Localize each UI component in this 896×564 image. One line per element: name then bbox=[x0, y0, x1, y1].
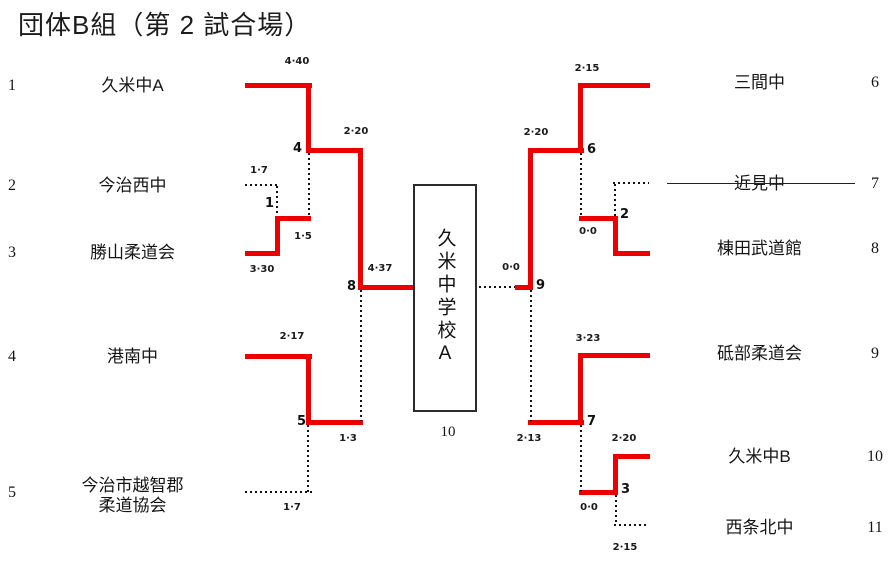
bracket-line-team5-to-m5 bbox=[307, 425, 309, 492]
bracket-line-team3-winner bbox=[245, 251, 280, 256]
match-number-9: 9 bbox=[536, 278, 546, 293]
bracket-line-m7-out-winner bbox=[528, 420, 584, 425]
team-name-konan: 港南中 bbox=[107, 347, 158, 366]
bracket-line-m9-to-final-loser bbox=[479, 286, 515, 288]
bracket-line-team7-loser bbox=[613, 182, 649, 184]
bracket-line-team10-winner bbox=[613, 454, 650, 459]
bracket-line-team6-winner bbox=[578, 83, 650, 88]
bracket-line-team9-to-m7 bbox=[578, 353, 583, 425]
bracket-line-team8-winner bbox=[613, 251, 650, 256]
bracket-line-team2-loser bbox=[245, 184, 278, 186]
seed-number: 7 bbox=[871, 175, 879, 192]
score-m4-kume-a: 4·40 bbox=[284, 56, 310, 67]
bracket-line-m5-to-m8-loser bbox=[360, 290, 362, 421]
match-number-7: 7 bbox=[587, 414, 597, 429]
match-number-1: 1 bbox=[264, 196, 274, 211]
bracket-line-team11-loser bbox=[614, 524, 648, 526]
score-final-kume-a: 4·37 bbox=[367, 263, 393, 274]
page-title: 団体B組（第 2 試合場） bbox=[18, 10, 312, 40]
match-number-4: 4 bbox=[292, 141, 302, 156]
bracket-line-m3-to-m7-loser bbox=[580, 425, 582, 491]
team-name-muneta: 棟田武道館 bbox=[717, 239, 802, 258]
score-m1-imabarinishi: 1·7 bbox=[250, 165, 268, 176]
score-m8-konan: 1·3 bbox=[339, 433, 357, 444]
seed-number: 6 bbox=[871, 74, 879, 91]
bracket-line-m4-to-m8 bbox=[358, 148, 363, 290]
score-m1-katsuyama: 3·30 bbox=[249, 264, 275, 275]
bracket-line-m1-to-m4-loser bbox=[308, 153, 310, 218]
bracket-line-team3-to-m1 bbox=[275, 216, 280, 256]
seed-number: 4 bbox=[8, 348, 16, 365]
bracket-line-m8-out-to-final bbox=[358, 285, 415, 290]
score-m4-katsuyama: 1·5 bbox=[294, 231, 312, 242]
bracket-line-m6-to-m9 bbox=[528, 148, 533, 290]
score-m7-kume-b: 0·0 bbox=[580, 502, 598, 513]
bracket-line-team6-to-m6 bbox=[578, 83, 583, 153]
team-name-line: 柔道協会 bbox=[98, 496, 167, 515]
champion-box: 久米中学校A bbox=[413, 184, 477, 412]
bracket-line-m3-out-winner bbox=[579, 490, 618, 495]
bracket-line-m7-to-m9-loser bbox=[530, 290, 532, 421]
score-m5-ochigun: 1·7 bbox=[283, 502, 301, 513]
score-m3-kume-b: 2·20 bbox=[611, 433, 637, 444]
bracket-line-team4-winner bbox=[245, 354, 312, 359]
bracket-line-m5-out-winner bbox=[306, 420, 363, 425]
bracket-line-team5-loser bbox=[245, 491, 312, 493]
seed-number: 5 bbox=[8, 484, 16, 501]
team-name-tobe: 砥部柔道会 bbox=[717, 344, 802, 363]
match-number-2: 2 bbox=[620, 207, 630, 222]
team-name-kume-b: 久米中B bbox=[728, 447, 791, 466]
bracket-line-m9-out-winner-stub bbox=[515, 285, 533, 290]
seed-number: 11 bbox=[867, 519, 883, 536]
match-number-5: 5 bbox=[296, 414, 306, 429]
bracket-line-team2-to-m1 bbox=[276, 186, 278, 217]
seed-number: 3 bbox=[8, 244, 16, 261]
final-match-number: 10 bbox=[440, 424, 456, 440]
team-name-line: 今治市越智郡 bbox=[81, 476, 184, 495]
team-name-katsuyama: 勝山柔道会 bbox=[90, 243, 175, 262]
bracket-line-team9-winner bbox=[578, 353, 650, 358]
champion-name: 久米中学校A bbox=[434, 228, 456, 368]
team-name-imabarinishi: 今治西中 bbox=[98, 176, 167, 195]
bracket-line-m6-out-winner bbox=[528, 148, 584, 153]
score-m9-tobe: 2·13 bbox=[516, 433, 542, 444]
score-m9-mima: 2·20 bbox=[523, 127, 549, 138]
team7-strikethrough-line bbox=[667, 183, 855, 184]
bracket-line-team1-winner bbox=[245, 83, 312, 88]
bracket-line-team1-to-m4 bbox=[306, 83, 311, 153]
score-final-mima: 0·0 bbox=[502, 262, 520, 273]
score-m5-konan: 2·17 bbox=[279, 331, 305, 342]
bracket-line-team11-to-m3 bbox=[615, 495, 617, 525]
seed-number: 8 bbox=[871, 240, 879, 257]
bracket-line-team4-to-m5 bbox=[306, 354, 311, 425]
team-name-ochigun: 今治市越智郡 柔道協会 bbox=[55, 476, 210, 516]
bracket-line-team8-to-m2 bbox=[613, 216, 618, 256]
score-m6-mima: 2·15 bbox=[574, 63, 600, 74]
match-number-6: 6 bbox=[587, 142, 597, 157]
bracket-line-m2-to-m6-loser bbox=[580, 153, 582, 217]
seed-number: 2 bbox=[8, 177, 16, 194]
seed-number: 10 bbox=[867, 448, 883, 465]
match-number-3: 3 bbox=[621, 482, 631, 497]
team-name-kume-a: 久米中A bbox=[101, 76, 164, 95]
score-m8-kume-a: 2·20 bbox=[343, 126, 369, 137]
score-m6-muneta: 0·0 bbox=[579, 226, 597, 237]
team-name-mima: 三間中 bbox=[734, 73, 785, 92]
seed-number: 1 bbox=[8, 77, 16, 94]
bracket-line-m1-out-winner bbox=[275, 216, 311, 221]
match-number-8: 8 bbox=[346, 279, 356, 294]
team-name-saijokita: 西条北中 bbox=[725, 518, 794, 537]
seed-number: 9 bbox=[871, 345, 879, 362]
bracket-line-team7-to-m2 bbox=[614, 184, 616, 217]
score-m7-tobe: 3·23 bbox=[575, 333, 601, 344]
team-name-chikami: 近見中 bbox=[734, 174, 785, 193]
bracket-line-team10-to-m3 bbox=[613, 454, 618, 495]
bracket-line-m4-out-winner bbox=[306, 148, 363, 153]
score-m3-saijokita: 2·15 bbox=[612, 542, 638, 553]
bracket-line-m2-out-winner bbox=[579, 216, 618, 221]
